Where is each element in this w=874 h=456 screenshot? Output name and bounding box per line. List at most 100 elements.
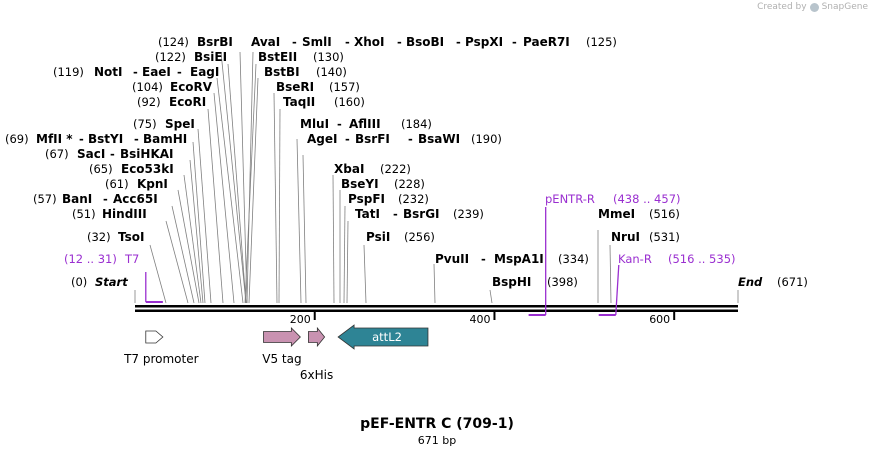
scale-tick-label: 400 (469, 313, 490, 326)
enzyme-label[interactable]: EcoRV (170, 80, 213, 94)
enzyme-separator: - (397, 35, 402, 49)
enzyme-label[interactable]: AgeI (307, 132, 337, 146)
enzyme-label[interactable]: Acc65I (113, 192, 158, 206)
cut-site-leader-line (183, 174, 202, 304)
primer-label[interactable]: pENTR-R (545, 192, 595, 206)
cut-site-leader-line (171, 205, 195, 304)
enzyme-label[interactable]: Eco53kI (121, 162, 174, 176)
enzyme-label[interactable]: AflIII (349, 117, 381, 131)
feature-label: T7 promoter (123, 352, 199, 366)
watermark-prefix: Created by (757, 2, 807, 12)
enzyme-label[interactable]: NruI (611, 230, 640, 244)
site-position-label: (119) (53, 65, 84, 79)
end-label: End (738, 275, 763, 289)
enzyme-label[interactable]: MspA1I (494, 252, 544, 266)
enzyme-label[interactable]: XbaI (334, 162, 364, 176)
enzyme-label[interactable]: SpeI (165, 117, 195, 131)
enzyme-label[interactable]: BseYI (341, 177, 379, 191)
cut-site-leader-line (220, 51, 247, 304)
enzyme-label[interactable]: SacI (77, 147, 105, 161)
site-position-label: (334) (558, 252, 589, 266)
site-position-label: (65) (89, 162, 113, 176)
enzyme-separator: - (345, 132, 350, 146)
enzyme-label[interactable]: PspFI (348, 192, 385, 206)
cut-site-leader-line (273, 92, 278, 304)
site-position-label: (190) (471, 132, 502, 146)
snapgene-watermark: Created by SnapGene (757, 2, 868, 12)
enzyme-separator: - (177, 65, 182, 79)
site-position-label: (69) (5, 132, 29, 146)
cut-site-leader-line (343, 205, 346, 304)
enzyme-label[interactable]: BsaWI (418, 132, 460, 146)
enzyme-separator: - (133, 65, 138, 79)
site-position-label: (75) (133, 117, 157, 131)
enzyme-label[interactable]: XhoI (354, 35, 385, 49)
cut-site-leader-line (244, 63, 257, 304)
enzyme-label[interactable]: BsiHKAI (120, 147, 174, 161)
enzyme-label[interactable]: BspHI (492, 275, 531, 289)
enzyme-label[interactable]: BsrFI (355, 132, 390, 146)
enzyme-label[interactable]: PspXI (465, 35, 503, 49)
enzyme-label[interactable]: NotI (94, 65, 123, 79)
cut-site-leader-line (197, 128, 212, 304)
feature-attl2[interactable] (337, 324, 429, 350)
primer-label[interactable]: (516 .. 535) (668, 252, 736, 266)
enzyme-separator: - (337, 117, 342, 131)
dna-backbone-bottom-strand (135, 309, 738, 312)
feature-6xhis[interactable] (308, 326, 326, 348)
enzyme-label[interactable]: BstBI (264, 65, 300, 79)
enzyme-separator: - (393, 207, 398, 221)
primer-label[interactable]: (438 .. 457) (613, 192, 681, 206)
enzyme-label[interactable]: BanI (62, 192, 92, 206)
site-position-label: (239) (453, 207, 484, 221)
enzyme-label[interactable]: PaeR7I (523, 35, 570, 49)
primer-pentr-r-mark[interactable] (528, 207, 547, 316)
site-position-label: (222) (380, 162, 411, 176)
enzyme-label[interactable]: BsrBI (197, 35, 233, 49)
enzyme-label[interactable]: KpnI (137, 177, 168, 191)
enzyme-label[interactable]: PvuII (435, 252, 469, 266)
enzyme-label[interactable]: AvaI (251, 35, 280, 49)
enzyme-separator: - (110, 147, 115, 161)
enzyme-label[interactable]: BstEII (258, 50, 297, 64)
enzyme-separator: - (456, 35, 461, 49)
enzyme-separator: - (79, 132, 84, 146)
enzyme-label[interactable]: BsiEI (194, 50, 227, 64)
enzyme-label[interactable]: TsoI (118, 230, 144, 244)
cut-site-leader-line (278, 108, 281, 304)
primer-label[interactable]: (12 .. 31) (64, 252, 117, 266)
enzyme-separator: - (408, 132, 413, 146)
enzyme-label[interactable]: EaeI (142, 65, 171, 79)
enzyme-label[interactable]: BamHI (143, 132, 187, 146)
primer-label[interactable]: T7 (124, 252, 139, 266)
enzyme-label[interactable]: MluI (300, 117, 329, 131)
watermark-brand: SnapGene (821, 2, 868, 12)
feature-t7-promoter[interactable] (145, 330, 164, 344)
enzyme-label[interactable]: TaqII (283, 95, 315, 109)
enzyme-label[interactable]: MfII * (36, 132, 73, 146)
feature-v5-tag[interactable] (263, 327, 301, 347)
cut-site-leader-line (296, 138, 302, 304)
primer-t7-mark[interactable] (145, 272, 163, 303)
enzyme-label[interactable]: SmlI (302, 35, 332, 49)
primer-label[interactable]: Kan-R (618, 252, 652, 266)
cut-site-leader-line (227, 63, 247, 304)
enzyme-label[interactable]: BsrGI (403, 207, 440, 221)
cut-site-leader-line (332, 174, 335, 304)
site-position-label: (92) (137, 95, 161, 109)
enzyme-separator: - (134, 132, 139, 146)
dna-backbone-top-strand (135, 305, 738, 308)
enzyme-label[interactable]: EcoRI (169, 95, 206, 109)
enzyme-label[interactable]: TatI (355, 207, 380, 221)
primer-kan-r-mark[interactable] (598, 264, 620, 316)
enzyme-label[interactable]: BsoBI (406, 35, 444, 49)
cut-site-leader-line (346, 220, 349, 304)
site-position-label: (67) (45, 147, 69, 161)
enzyme-label[interactable]: PsiI (366, 230, 390, 244)
enzyme-label[interactable]: BstYI (88, 132, 123, 146)
enzyme-label[interactable]: BseRI (276, 80, 314, 94)
enzyme-label[interactable]: HindIII (102, 207, 147, 221)
enzyme-label[interactable]: MmeI (598, 207, 635, 221)
enzyme-label[interactable]: EagI (190, 65, 219, 79)
